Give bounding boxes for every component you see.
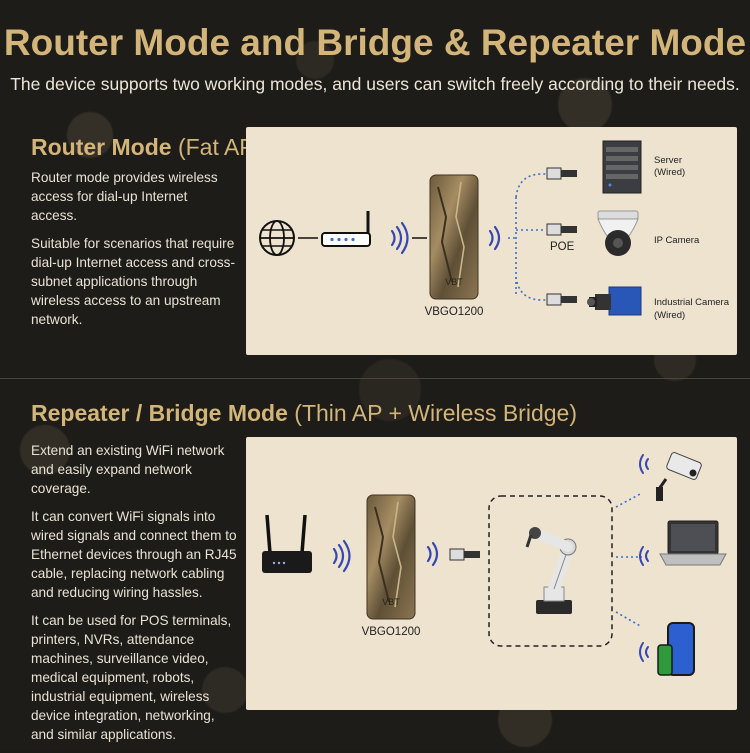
svg-text:VBT: VBT	[382, 597, 400, 607]
router-mode-title: Router Mode	[31, 134, 172, 160]
rj45-plug-icon	[546, 223, 577, 236]
repeater-mode-paragraph: It can be used for POS terminals, printe…	[31, 613, 232, 742]
router-device-label: VBGO1200	[425, 306, 484, 318]
repeater-mode-paren: (Thin AP + Wireless Bridge)	[294, 400, 577, 426]
repeater-mode-paragraph: It can convert WiFi signals into wired s…	[31, 509, 237, 600]
rj45-plug-icon	[546, 293, 577, 306]
ip-camera-label: IP Camera	[654, 235, 700, 246]
smartphone-icon	[639, 622, 695, 676]
wifi-router-icon	[262, 514, 312, 573]
page-subtitle: The device supports two working modes, a…	[10, 74, 740, 94]
robot-arm-icon	[525, 527, 577, 614]
wifi-signal-icon	[488, 225, 501, 251]
security-camera-icon	[639, 452, 702, 501]
router-mode-heading: Router Mode (Fat AP)	[31, 134, 262, 161]
router-diagram-svg: VBT VBGO1200 POE	[259, 140, 730, 321]
vbgo1200-device: VBT	[366, 494, 416, 620]
repeater-device-label: VBGO1200	[362, 626, 421, 638]
globe-icon	[259, 220, 295, 256]
repeater-mode-diagram: VBT VBGO1200	[246, 437, 737, 710]
laptop-icon	[639, 520, 727, 566]
dotted-branch-links	[615, 492, 643, 628]
repeater-mode-paragraph: Extend an existing WiFi network and easi…	[31, 443, 225, 496]
page-title: Router Mode and Bridge & Repeater Mode	[3, 22, 747, 63]
rj45-plug-icon	[546, 167, 577, 180]
repeater-mode-description: Extend an existing WiFi network and easi…	[31, 441, 239, 753]
router-mode-description: Router mode provides wireless access for…	[31, 168, 236, 338]
industrial-camera-icon	[587, 286, 642, 316]
rj45-plug-icon	[449, 548, 480, 561]
robot-dashed-frame	[488, 495, 613, 647]
server-icon	[602, 140, 642, 194]
wifi-signal-icon	[332, 539, 351, 573]
repeater-mode-title: Repeater / Bridge Mode	[31, 400, 288, 426]
server-label: Server	[654, 155, 682, 166]
industrial-camera-sublabel: (Wired)	[654, 310, 685, 321]
industrial-camera-label: Industrial Camera	[654, 297, 730, 308]
vbgo1200-device: VBT	[429, 174, 479, 300]
wifi-signal-icon	[426, 541, 439, 567]
wifi-signal-icon	[390, 221, 409, 255]
ip-camera-icon	[597, 210, 639, 256]
router-mode-diagram: VBT VBGO1200 POE	[246, 127, 737, 355]
poe-label: POE	[550, 241, 575, 253]
router-icon	[321, 211, 371, 247]
repeater-mode-heading: Repeater / Bridge Mode (Thin AP + Wirele…	[31, 400, 577, 427]
repeater-diagram-svg: VBT VBGO1200	[262, 452, 727, 676]
server-sublabel: (Wired)	[654, 167, 685, 178]
dotted-branch-links	[508, 173, 546, 301]
router-mode-paragraph: Router mode provides wireless access for…	[31, 170, 218, 223]
section-divider	[0, 378, 750, 379]
svg-text:VBT: VBT	[445, 277, 463, 287]
router-mode-paragraph: Suitable for scenarios that require dial…	[31, 236, 236, 327]
